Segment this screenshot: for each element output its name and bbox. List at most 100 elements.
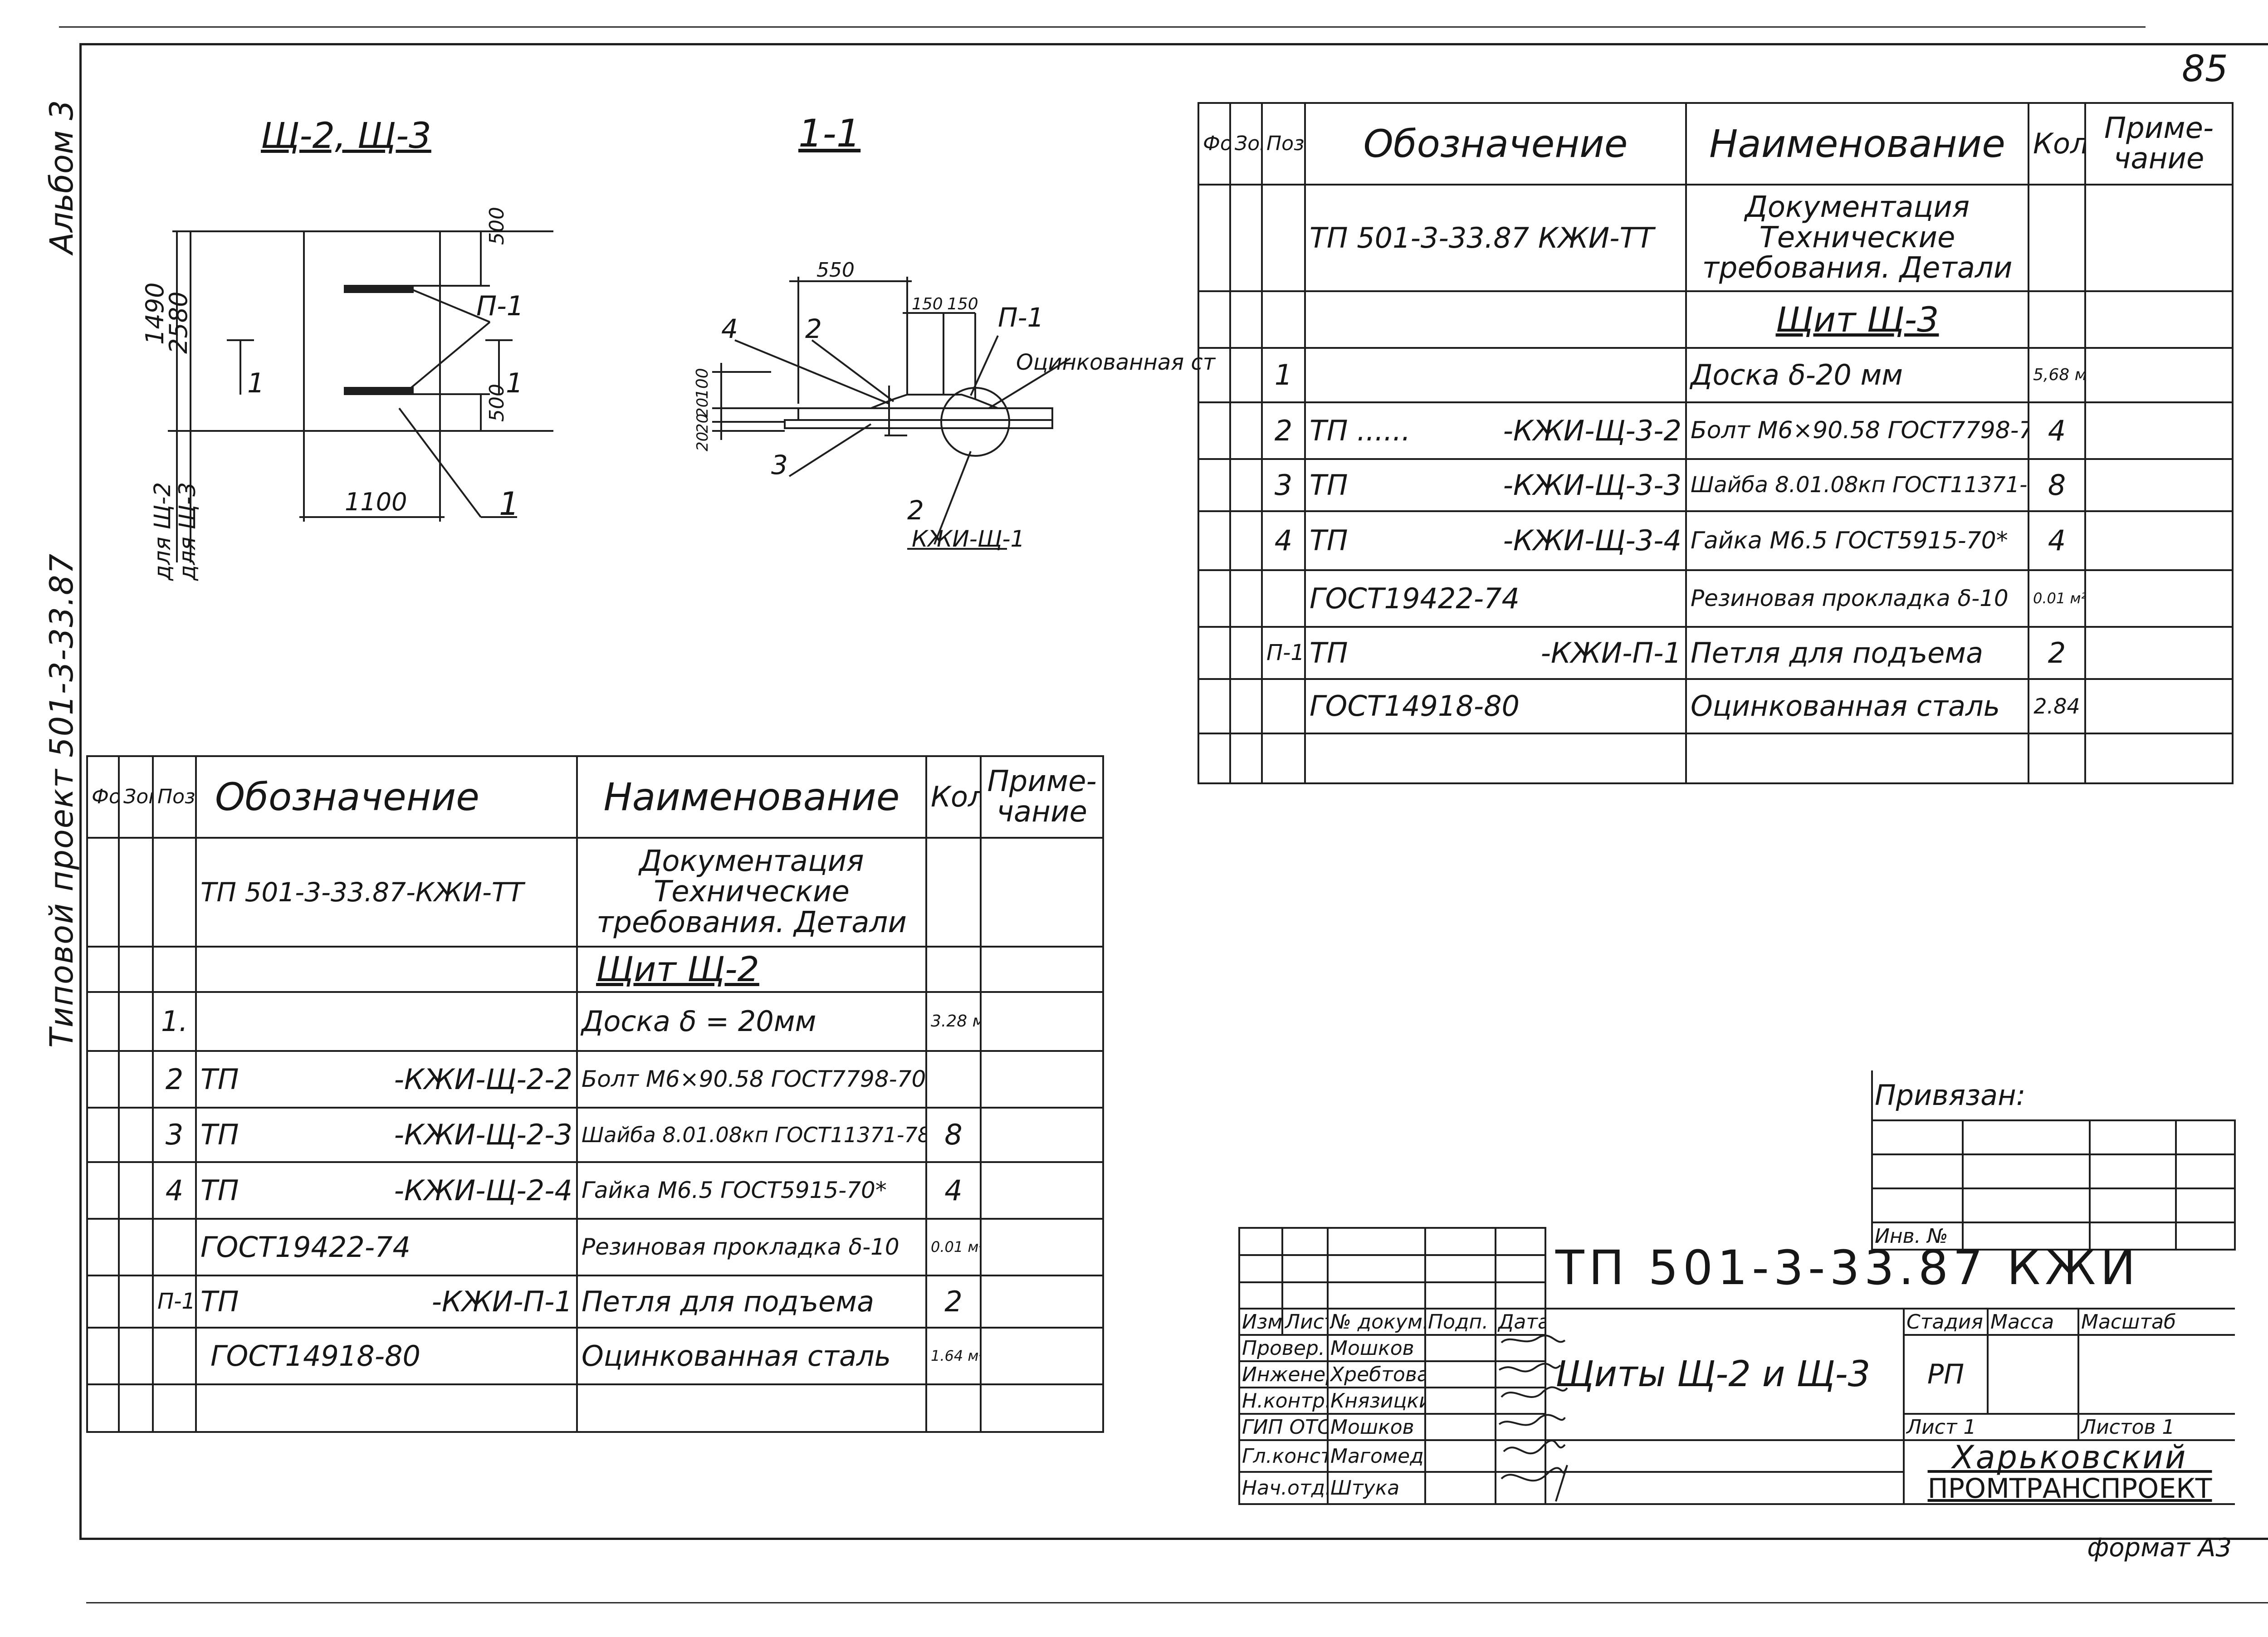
label-pos-4: 4 [721, 313, 738, 344]
tb-hdr-docno: № докум. [1327, 1308, 1426, 1336]
section-title-sch3: Щит Щ-3 [1685, 290, 2029, 349]
row3-prefix: ТП [1310, 468, 1348, 502]
hdr-designation: Обозначение [1304, 102, 1687, 186]
spec-table-sch3: Формат Зона Поз. Обозначение Наименовани… [1198, 102, 2234, 784]
label-pos-3: 3 [771, 450, 788, 480]
tb-sheet-label: Лист 1 [1903, 1413, 2079, 1441]
row5-pos [1261, 569, 1306, 628]
row2-3-name: Шайба 8.01.08кп ГОСТ11371-78* [576, 1107, 927, 1163]
row6-pos: П-1 [1261, 626, 1306, 680]
row2-2-pos: 2 [152, 1050, 197, 1109]
row2-7-prefix: ГОСТ14918-80 [195, 1327, 578, 1385]
row2-name: Болт М6×90.58 ГОСТ7798-70* [1685, 401, 2029, 460]
row7-qty: 2.84 [2028, 678, 2086, 734]
row2-2-name: Болт М6×90.58 ГОСТ7798-70* [576, 1050, 927, 1109]
row2-6-pos: П-1 [152, 1275, 197, 1329]
person1-name: Мошков [1327, 1334, 1426, 1362]
drawing2-title: 1-1 [798, 111, 861, 156]
doc-code: ТП 501-3-33.87 КЖИ-ТТ [1304, 184, 1687, 292]
row2-3-prefix: ТП [200, 1118, 239, 1152]
sheet-title: Щиты Щ-2 и Щ-3 [1545, 1308, 1905, 1441]
dim-20-2: 20 [694, 414, 712, 433]
title-block: ТП 501-3-33.87 КЖИ Изм. Лист № докум. По… [1238, 1227, 2235, 1505]
row4-prefix: ТП [1310, 524, 1348, 557]
row5-qty: 0.01 м² [2028, 569, 2086, 628]
signatures [1498, 1334, 1568, 1502]
hdr2-pos: Поз. [152, 755, 197, 839]
tb-hdr-change: Изм. [1238, 1308, 1283, 1336]
section-title-sch2: Щит Щ-2 [576, 946, 927, 993]
row7-pos [1261, 678, 1306, 734]
label-galv-steel: Оцинкованная сталь [1016, 350, 1216, 375]
person6-role: Нач.отд. [1238, 1471, 1329, 1505]
row3-name: Шайба 8.01.08кп ГОСТ11371-78* [1685, 458, 2029, 512]
person3-role: Н.контр. [1238, 1387, 1329, 1415]
row2-3-pos: 3 [152, 1107, 197, 1163]
board-drawing: 500 500 1490 2580 1100 для Щ-2 для Щ-3 П… [141, 207, 553, 581]
label-ref-kzhi: КЖИ-Щ-1 [912, 526, 1025, 552]
hdr2-zone: Зона [118, 755, 154, 839]
dim-100: 100 [693, 368, 712, 399]
row2-1-name: Доска δ = 20мм [576, 991, 927, 1052]
row2-7-pos [152, 1327, 197, 1385]
project-label: Типовой проект 501-3-33.87 [43, 552, 80, 1048]
row5-name: Резиновая прокладка δ-10 [1685, 569, 2029, 628]
hdr2-qty: Кол. [925, 755, 982, 839]
label-loop-p1: П-1 [476, 290, 524, 322]
row2-3-qty: 8 [925, 1107, 982, 1163]
binding-title: Привязан: [1871, 1070, 2235, 1121]
board-outline [303, 230, 441, 432]
row6-prefix: ТП [1310, 636, 1348, 669]
bottom-trim-line [86, 1602, 2268, 1603]
person4-name: Мошков [1327, 1413, 1426, 1441]
person6-name: Штука [1327, 1471, 1426, 1505]
hdr-name: Наименование [1685, 102, 2029, 186]
row2-7-qty: 1.64 м² [925, 1327, 982, 1385]
drawing-frame [79, 43, 2268, 1540]
row2-1-qty: 3.28 м² [925, 991, 982, 1052]
row2-4-name: Гайка М6.5 ГОСТ5915-70* [576, 1161, 927, 1220]
row1-name: Доска δ-20 мм [1685, 347, 2029, 403]
label-pos-2b: 2 [907, 495, 924, 526]
row2-6-name: Петля для подъема [576, 1275, 927, 1329]
row6-code: -КЖИ-П-1 [1540, 636, 1681, 669]
tb-hdr-date: Дата [1495, 1308, 1546, 1336]
drawing1-title: Щ-2, Щ-3 [261, 116, 431, 156]
hdr2-name: Наименование [576, 755, 927, 839]
dim-500-bottom: 500 [485, 384, 508, 422]
section-mark-left: 1 [247, 367, 264, 399]
dim-550: 550 [816, 259, 855, 282]
row2-qty: 4 [2028, 401, 2086, 460]
label-pos-2: 2 [805, 313, 822, 344]
label-p1: П-1 [998, 302, 1044, 333]
doc2-code: ТП 501-3-33.87-КЖИ-ТТ [195, 837, 578, 948]
person1-role: Провер. [1238, 1334, 1329, 1362]
dim-1100: 1100 [345, 488, 407, 516]
row7-prefix: ГОСТ14918-80 [1304, 678, 1687, 734]
person5-name: Магомедов [1327, 1439, 1426, 1473]
row7-name: Оцинкованная сталь [1685, 678, 2029, 734]
row3-qty: 8 [2028, 458, 2086, 512]
hdr-pos: Поз. [1261, 102, 1306, 186]
label-pos-1: 1 [499, 485, 519, 523]
row2-code: -КЖИ-Щ-3-2 [1503, 414, 1681, 447]
row2-5-prefix: ГОСТ19422-74 [195, 1218, 578, 1276]
row2-5-qty: 0.01 м² [925, 1218, 982, 1276]
person2-role: Инженер [1238, 1360, 1329, 1388]
drawing-code: ТП 501-3-33.87 КЖИ [1544, 1228, 2235, 1310]
person2-name: Хребтова [1327, 1360, 1426, 1388]
dim-20-3: 20 [694, 398, 712, 417]
row2-pos: 2 [1261, 401, 1306, 460]
row5-prefix: ГОСТ19422-74 [1304, 569, 1687, 628]
person5-role: Гл.констр. [1238, 1439, 1329, 1473]
person3-name: Князицкий [1327, 1387, 1426, 1415]
row2-2-qty [925, 1050, 982, 1109]
hdr2-note: Приме-чание [980, 755, 1104, 839]
format-label: формат А3 [2087, 1533, 2232, 1563]
dim-500-top: 500 [485, 207, 508, 245]
tb-mass-label: Масса [1987, 1308, 2079, 1336]
tb-hdr-sign: Подп. [1424, 1308, 1496, 1336]
section-drawing: 550 150 150 100 20 20 20 П-1 Оцинкованна… [693, 259, 1216, 552]
tb-hdr-sheet: Лист [1281, 1308, 1329, 1336]
row2-3-code: -КЖИ-Щ-2-3 [394, 1118, 572, 1152]
